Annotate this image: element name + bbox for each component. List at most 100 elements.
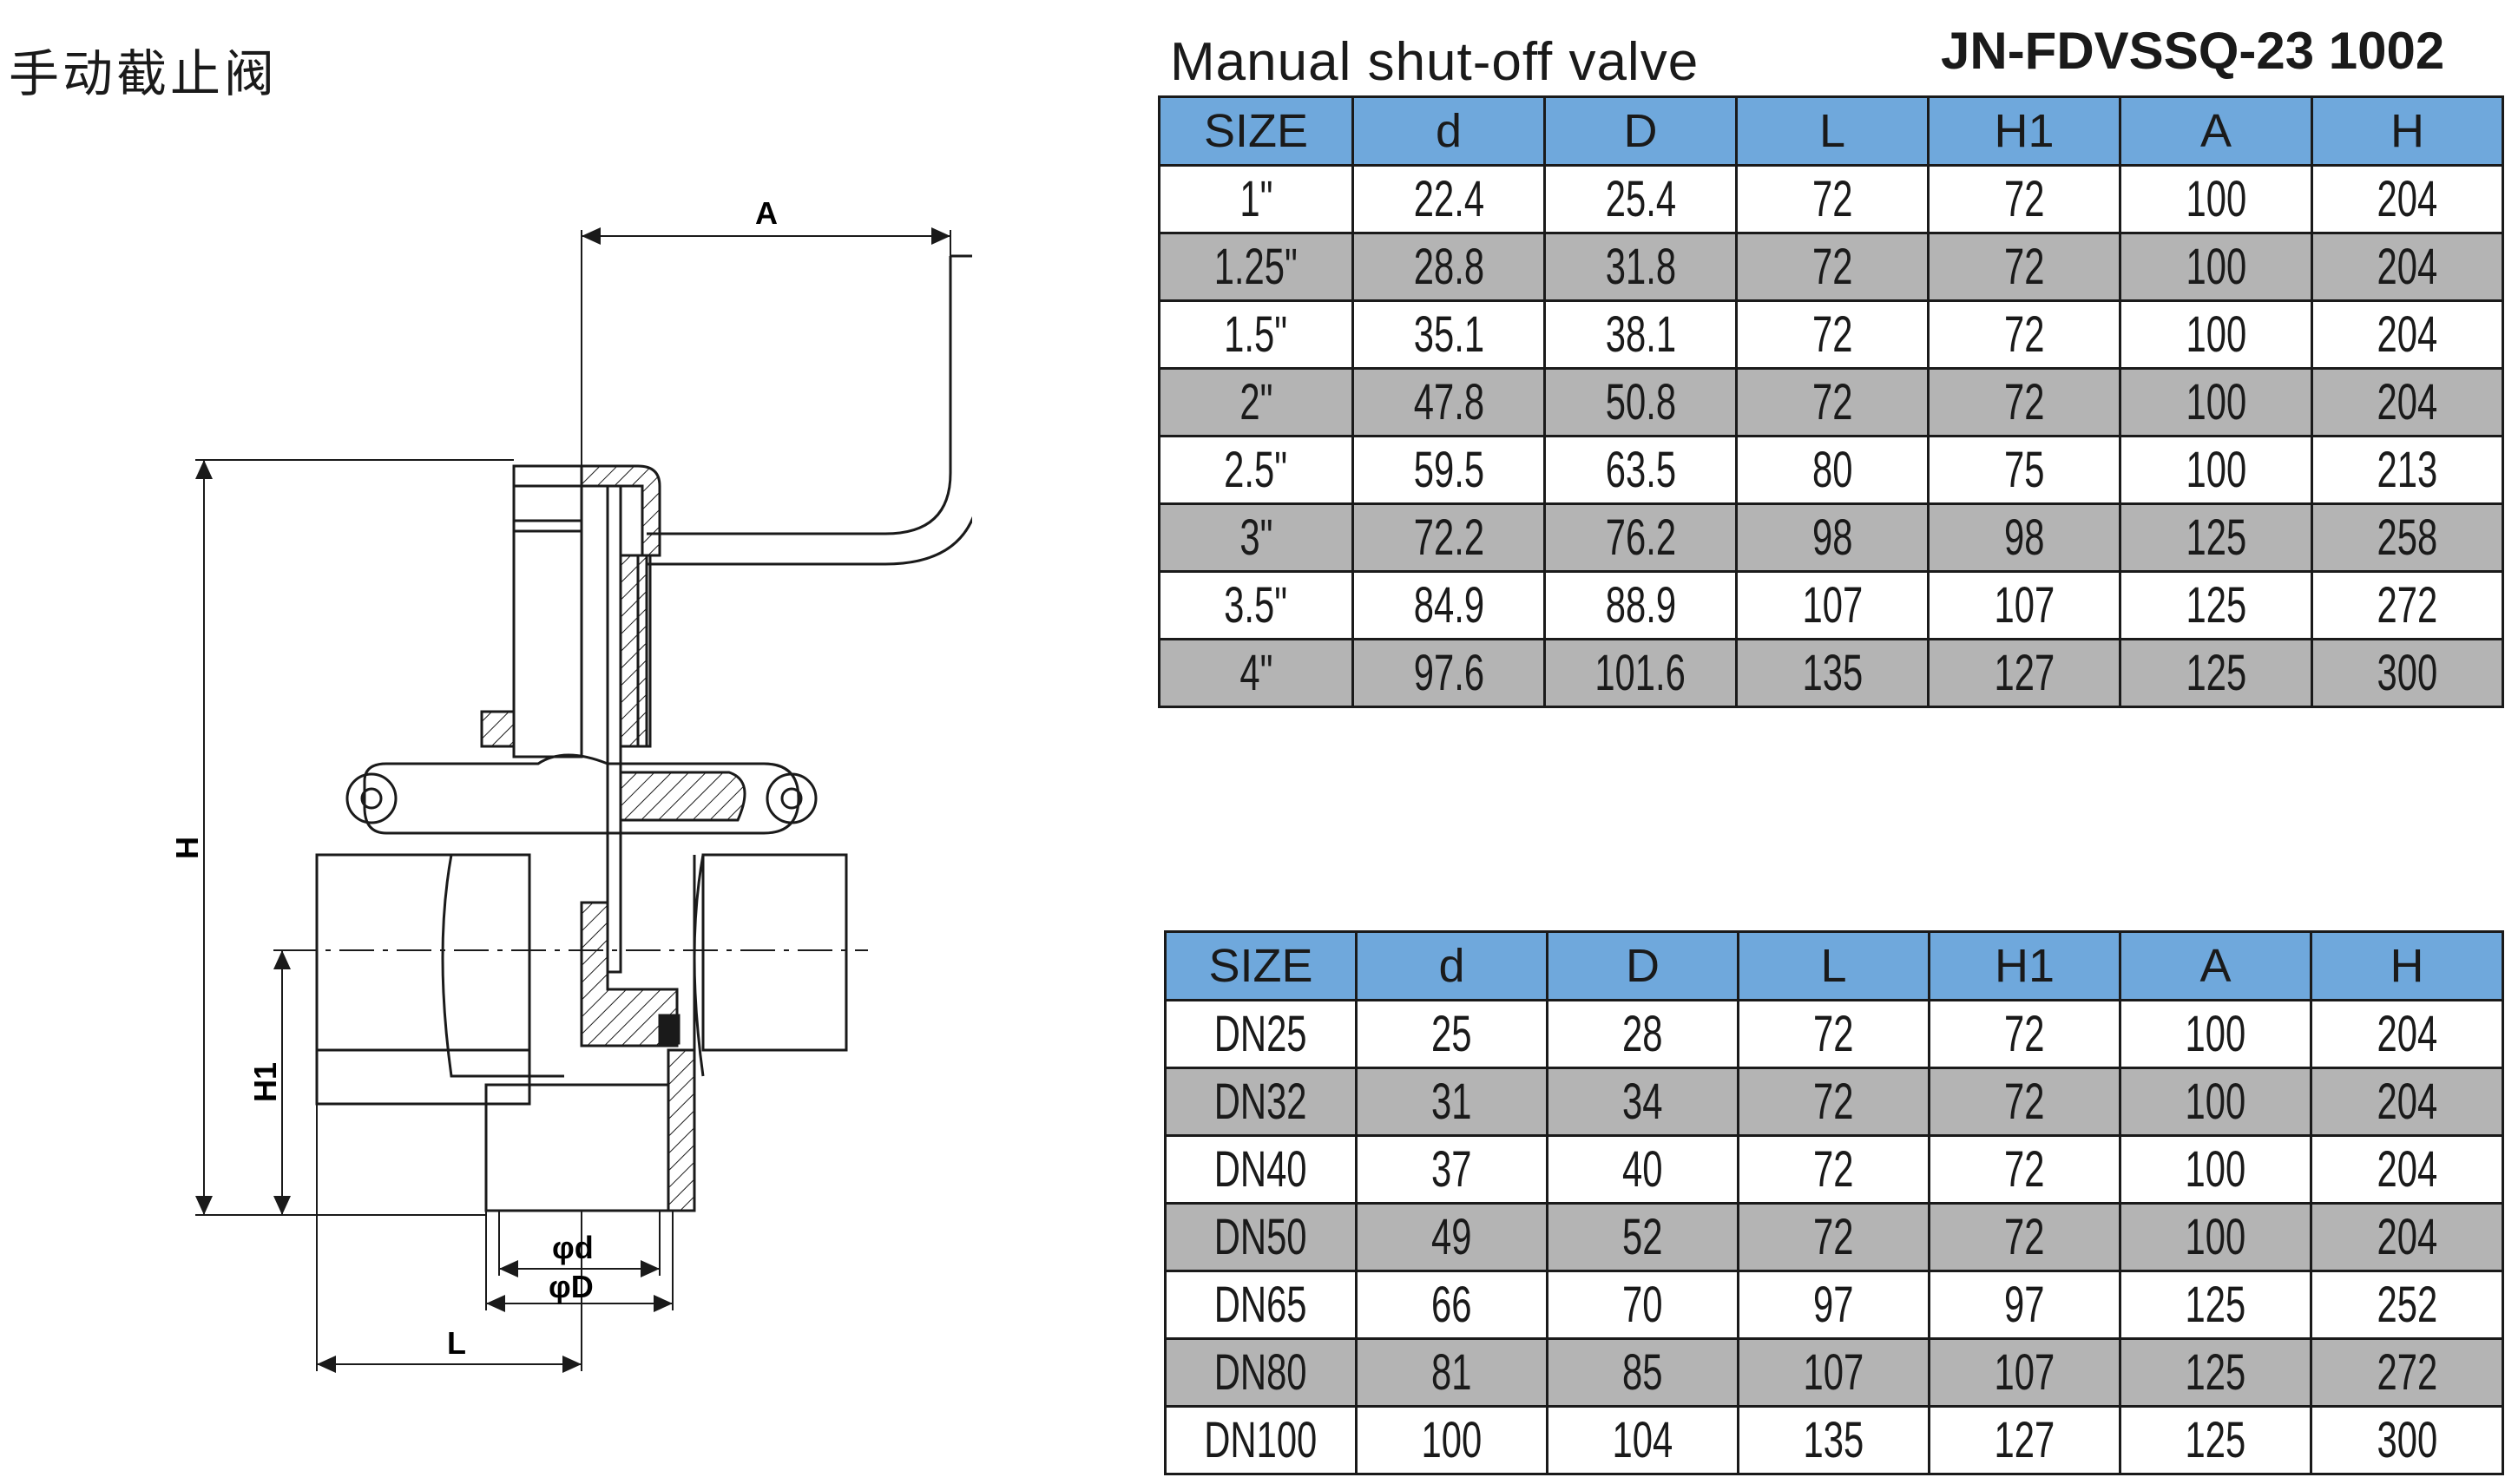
cell-value: 97.6 xyxy=(1413,645,1484,701)
table-cell: 100 xyxy=(2119,1134,2312,1205)
cell-value: 100 xyxy=(2186,442,2246,498)
cell-value: 204 xyxy=(2377,1209,2437,1265)
cell-value: 107 xyxy=(1803,1344,1864,1401)
cell-value: 1" xyxy=(1239,171,1273,227)
cell-value: 72 xyxy=(1813,1209,1854,1265)
table-cell: 50.8 xyxy=(1543,367,1738,437)
cell-value: 28 xyxy=(1622,1006,1663,1062)
table-cell: 40 xyxy=(1546,1134,1739,1205)
table-cell: 125 xyxy=(2119,1405,2312,1475)
table-cell: 100 xyxy=(2119,232,2313,302)
table-cell: 52 xyxy=(1546,1202,1739,1272)
table-cell: 66 xyxy=(1355,1270,1548,1340)
table-cell: 72 xyxy=(1737,999,1930,1069)
cell-value: 100 xyxy=(2185,1006,2246,1062)
col-header-d: d xyxy=(1355,930,1548,1001)
cell-value: DN40 xyxy=(1214,1141,1307,1198)
valve-stem xyxy=(606,484,622,974)
cell-value: 72 xyxy=(2004,1141,2045,1198)
cell-value: 2.5" xyxy=(1224,442,1288,498)
table-cell: 72 xyxy=(1737,1067,1930,1137)
cell-value: 52 xyxy=(1622,1209,1663,1265)
table-cell: 72 xyxy=(1737,1202,1930,1272)
cell-value: 107 xyxy=(1994,577,2055,634)
cell-value: 97 xyxy=(1813,1277,1854,1333)
table-cell: 125 xyxy=(2119,502,2313,573)
handle-bar xyxy=(647,256,952,535)
table-cell: DN32 xyxy=(1164,1067,1358,1137)
cell-value: 25 xyxy=(1431,1006,1472,1062)
cell-value: 35.1 xyxy=(1413,306,1484,363)
cell-value: DN32 xyxy=(1214,1074,1307,1130)
table-cell: 107 xyxy=(1737,1337,1930,1408)
cell-value: 204 xyxy=(2377,1006,2437,1062)
col-header-a: A xyxy=(2119,95,2313,167)
cell-value: 47.8 xyxy=(1413,374,1484,430)
cell-value: 107 xyxy=(1994,1344,2055,1401)
table-cell: 97 xyxy=(1928,1270,2121,1340)
cell-value: 100 xyxy=(2185,1074,2246,1130)
table-cell: 72 xyxy=(1737,1134,1930,1205)
cell-value: 28.8 xyxy=(1413,239,1484,295)
table-cell: 72 xyxy=(1928,1134,2121,1205)
page-title-english: Manual shut-off valve xyxy=(1170,32,1700,92)
cell-value: 72 xyxy=(1811,239,1853,295)
table-cell: 72 xyxy=(1927,164,2121,234)
table-cell: DN25 xyxy=(1164,999,1358,1069)
cell-value: 100 xyxy=(2186,239,2246,295)
cell-value: 4" xyxy=(1239,645,1273,701)
cell-value: 125 xyxy=(2185,1412,2246,1468)
cell-value: 40 xyxy=(1622,1141,1663,1198)
table-cell: 204 xyxy=(2311,232,2504,302)
table-cell: 213 xyxy=(2311,435,2504,505)
cell-value: 127 xyxy=(1994,645,2055,701)
dim-label-h1: H1 xyxy=(247,1062,283,1102)
table-cell: 204 xyxy=(2310,1134,2504,1205)
table-cell: 100 xyxy=(2119,164,2313,234)
table-cell: 2.5" xyxy=(1158,435,1354,505)
table-cell: 100 xyxy=(2119,999,2312,1069)
model-number: JN-FDVSSQ-23 1002 xyxy=(1941,22,2445,80)
cell-value: 70 xyxy=(1622,1277,1663,1333)
cell-value: 31 xyxy=(1431,1074,1472,1130)
cell-value: 135 xyxy=(1802,645,1863,701)
cell-value: 38.1 xyxy=(1605,306,1676,363)
cell-value: 272 xyxy=(2377,1344,2437,1401)
table-cell: 100 xyxy=(1355,1405,1548,1475)
table-cell: 72 xyxy=(1735,299,1930,370)
table-cell: 1" xyxy=(1158,164,1354,234)
table-cell: 97.6 xyxy=(1351,638,1546,708)
table-cell: 100 xyxy=(2119,1202,2312,1272)
col-header-h: H xyxy=(2310,930,2504,1001)
cell-value: 300 xyxy=(2377,645,2438,701)
cell-value: 98 xyxy=(1811,509,1853,566)
table-cell: 272 xyxy=(2310,1337,2504,1408)
table-header-row: SIZE d D L H1 A H xyxy=(1164,930,2504,1001)
table-cell: 35.1 xyxy=(1351,299,1546,370)
col-header-l: L xyxy=(1735,95,1930,167)
cell-value: 72 xyxy=(1813,1141,1854,1198)
col-header-h: H xyxy=(2311,95,2504,167)
table-cell: 75 xyxy=(1927,435,2121,505)
table-cell: 3.5" xyxy=(1158,570,1354,640)
cell-value: 204 xyxy=(2377,306,2438,363)
table-cell: 107 xyxy=(1928,1337,2121,1408)
cell-value: 81 xyxy=(1431,1344,1472,1401)
table-cell: 135 xyxy=(1735,638,1930,708)
clamp-ring xyxy=(363,753,800,835)
cell-value: 204 xyxy=(2377,239,2438,295)
cell-value: 101.6 xyxy=(1594,645,1686,701)
table-cell: 204 xyxy=(2310,1067,2504,1137)
dim-label-d-large: φD xyxy=(549,1269,594,1304)
col-header-h1: H1 xyxy=(1927,95,2121,167)
table-cell: 28.8 xyxy=(1351,232,1546,302)
cell-value: 125 xyxy=(2185,1277,2246,1333)
table-cell: 107 xyxy=(1735,570,1930,640)
cell-value: 72 xyxy=(1811,306,1853,363)
table-cell: 72 xyxy=(1735,367,1930,437)
